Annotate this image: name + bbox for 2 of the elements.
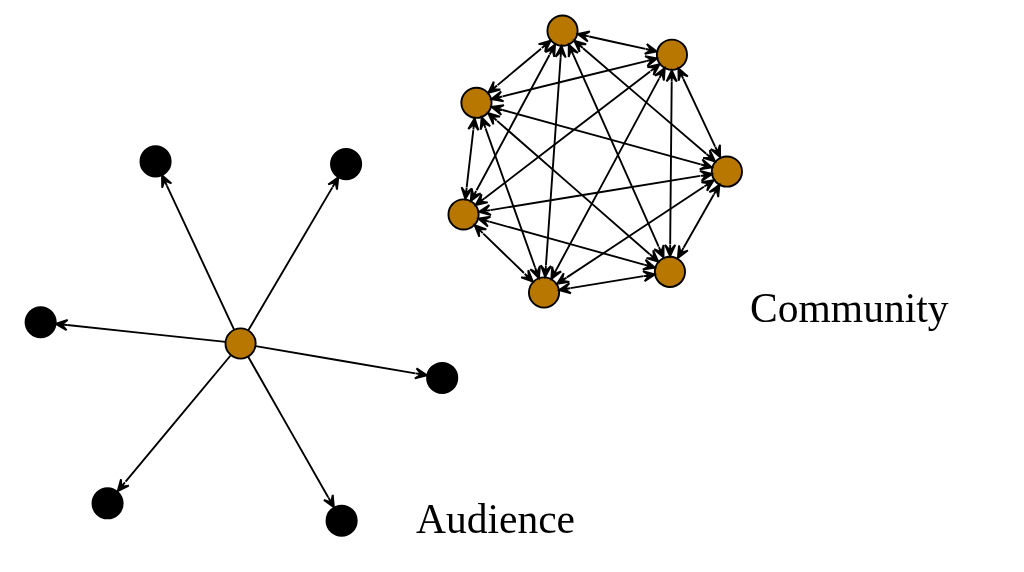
label: Audience	[415, 496, 576, 543]
label: Community	[750, 284, 949, 331]
